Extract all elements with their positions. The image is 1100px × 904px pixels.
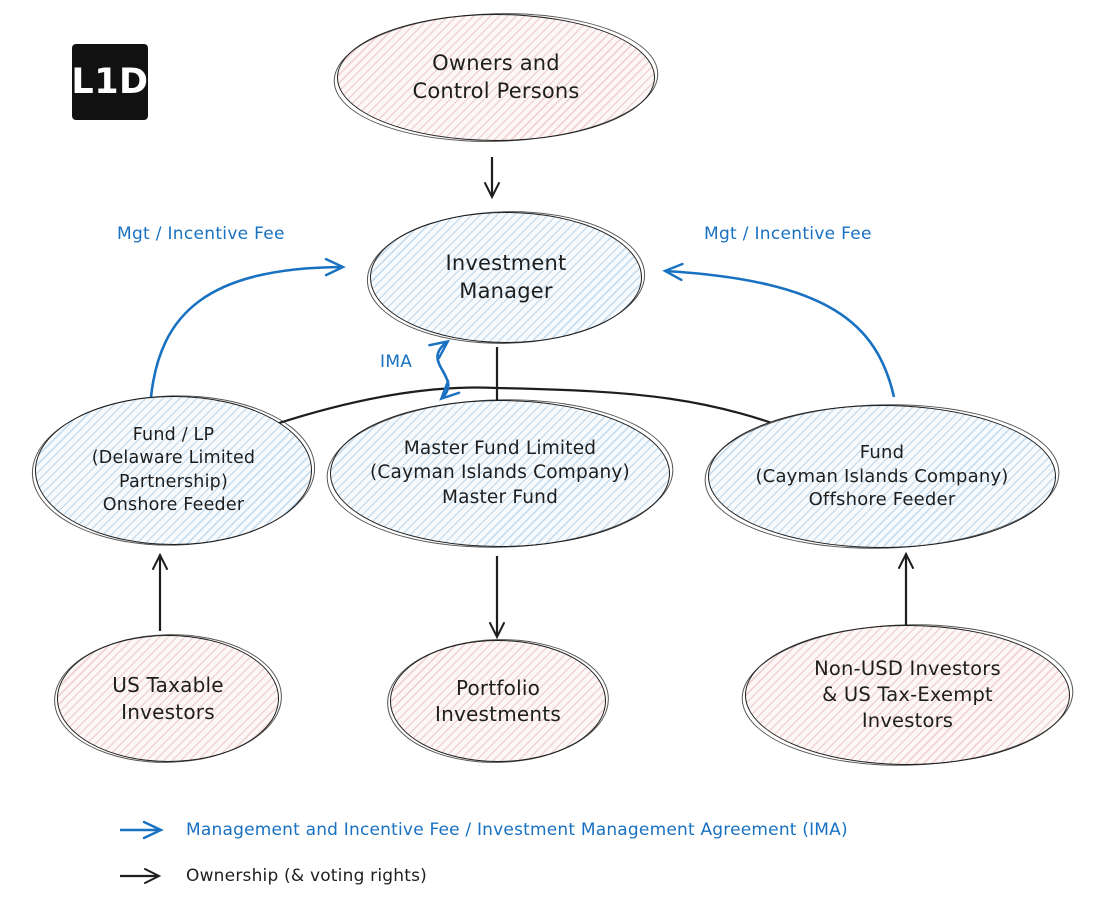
legend-item-fee: Management and Incentive Fee / Investmen… — [118, 820, 848, 840]
node-owners-label: Owners and Control Persons — [412, 50, 580, 103]
legend-ownership-label: Ownership (& voting rights) — [186, 866, 428, 886]
node-onshore-feeder-label: Fund / LP (Delaware Limited Partnership)… — [91, 425, 256, 515]
edge-label-fee-left: Mgt / Incentive Fee — [117, 224, 285, 244]
legend: Management and Incentive Fee / Investmen… — [118, 820, 848, 886]
edge-label-fee-right: Mgt / Incentive Fee — [704, 224, 872, 244]
node-offshore-feeder: Fund (Cayman Islands Company) Offshore F… — [708, 405, 1056, 548]
edge-fee-left — [149, 257, 346, 398]
edge-label-ima: IMA — [380, 352, 413, 372]
fee-arrow-icon — [120, 820, 164, 840]
edge-fee-right — [662, 262, 896, 398]
ownership-arrow-icon — [120, 868, 162, 884]
node-offshore-feeder-label: Fund (Cayman Islands Company) Offshore F… — [755, 441, 1009, 511]
node-us-taxable-investors-label: US Taxable Investors — [112, 673, 224, 724]
node-master-fund: Master Fund Limited (Cayman Islands Comp… — [330, 400, 670, 547]
node-investment-manager-label: Investment Manager — [445, 250, 567, 303]
edge-ima — [428, 339, 461, 401]
legend-fee-label: Management and Incentive Fee / Investmen… — [186, 820, 848, 840]
legend-item-ownership: Ownership (& voting rights) — [118, 866, 848, 886]
node-non-usd-investors: Non-USD Investors & US Tax-Exempt Invest… — [745, 625, 1070, 765]
edge-feeders-crossbar — [275, 386, 814, 440]
node-portfolio-investments-label: Portfolio Investments — [435, 675, 561, 726]
node-us-taxable-investors: US Taxable Investors — [57, 635, 279, 762]
node-non-usd-investors-label: Non-USD Investors & US Tax-Exempt Invest… — [814, 657, 1001, 732]
node-investment-manager: Investment Manager — [370, 212, 642, 343]
node-owners: Owners and Control Persons — [337, 14, 655, 141]
node-onshore-feeder: Fund / LP (Delaware Limited Partnership)… — [35, 396, 312, 545]
l1d-logo: L1D — [71, 44, 148, 120]
node-master-fund-label: Master Fund Limited (Cayman Islands Comp… — [370, 437, 630, 508]
node-portfolio-investments: Portfolio Investments — [390, 640, 606, 762]
